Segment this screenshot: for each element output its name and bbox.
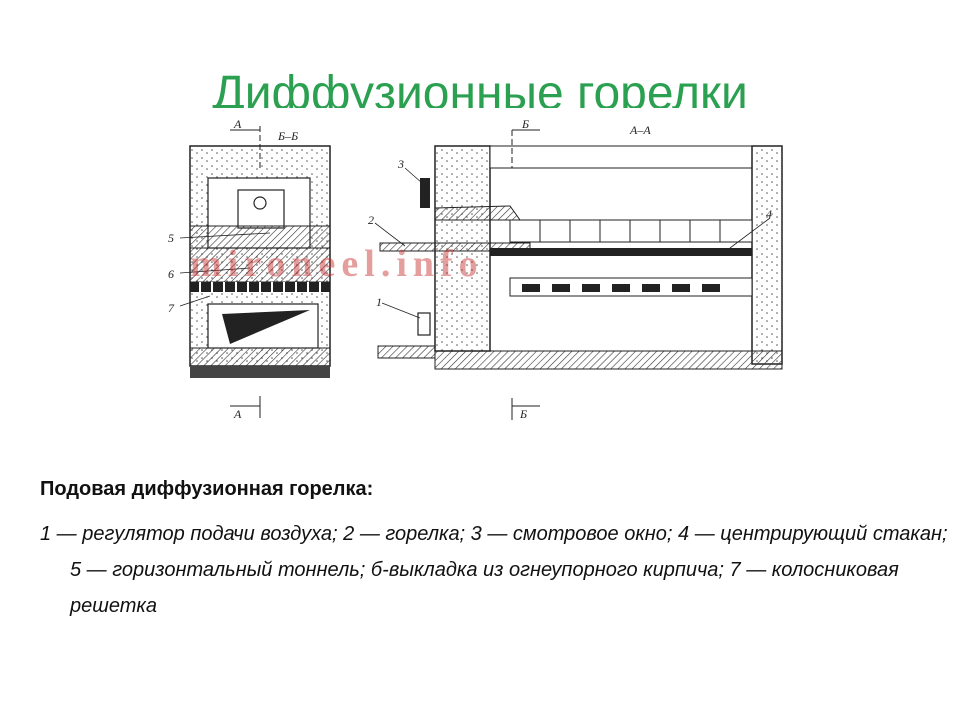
gas-pipe [379,242,531,252]
upper-flue [509,219,753,243]
burner-tunnel-wedge [434,205,521,221]
ground [190,366,330,378]
ash-wedge [222,310,310,344]
caption-body: 1 — регулятор подачи воздуха; 2 — горелк… [40,523,948,617]
grate-bars [199,282,321,292]
label-b-top: Б [521,117,529,131]
callout-6: 6 [168,267,174,281]
label-a-top: A [233,117,242,131]
grate-side-bars [522,284,720,292]
air-regulator [417,312,431,336]
watermark: mironeel.info [190,243,484,285]
flue-divisions [539,220,721,242]
callout-4: 4 [766,207,772,221]
callout-5: 5 [168,231,174,245]
section-bb-view [189,126,331,418]
callout-7: 7 [168,301,175,315]
centering-sleeve [490,248,752,256]
grate-side [509,277,753,297]
furnace-roof [489,145,753,169]
caption-heading: Подовая диффузионная горелка: [40,478,374,500]
callout-1: 1 [376,295,382,309]
foundation [189,347,331,367]
section-aa-view [377,129,783,420]
base-plate [377,345,436,359]
label-bb: Б–Б [277,129,298,143]
leader-lines [179,167,771,319]
floor-slab [434,350,783,370]
callout-2: 2 [368,213,374,227]
rear-wall [751,145,783,365]
burner-diagram: A Б–Б Б A–A A Б 5 6 7 1 2 3 4 mironeel.i… [150,108,795,430]
callout-3: 3 [397,157,404,171]
label-a-bottom: A [233,407,242,421]
label-aa: A–A [629,123,651,137]
sight-window [420,178,430,208]
burner-nozzle [253,196,267,210]
label-b-bottom: Б [519,407,527,421]
